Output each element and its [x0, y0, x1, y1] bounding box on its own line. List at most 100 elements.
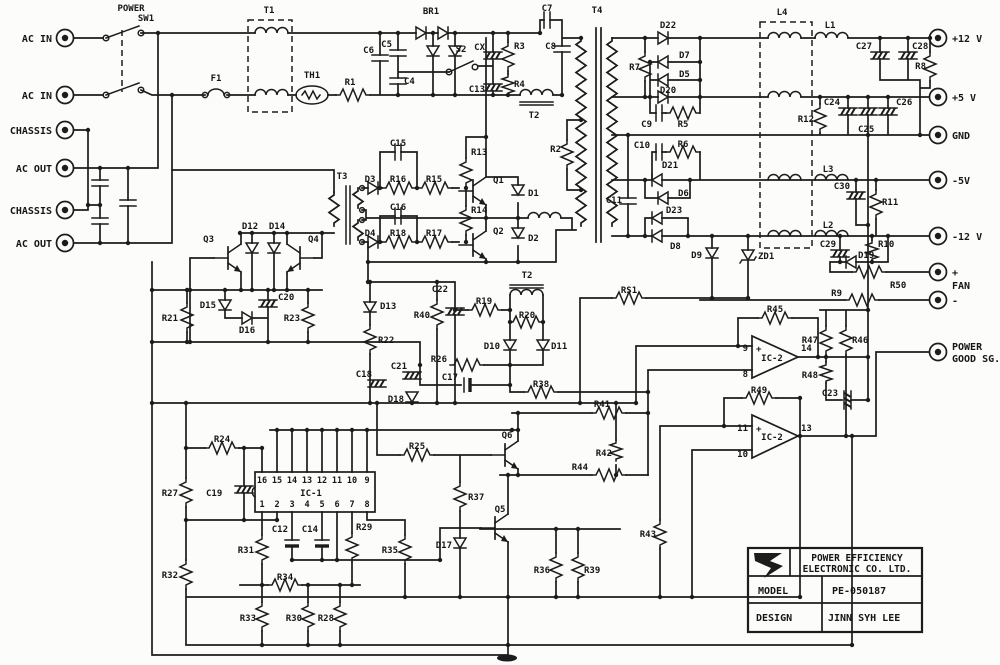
capacitor-C24	[838, 107, 858, 116]
label-R41: R41	[594, 400, 610, 410]
resistor-R4	[501, 73, 515, 96]
label-L2: L2	[823, 221, 834, 231]
capacitor-C6	[371, 54, 389, 62]
label-R16: R16	[390, 175, 406, 185]
label-Q2: Q2	[493, 227, 504, 237]
terminal-label-gnd: GND	[952, 131, 970, 142]
label-D6: D6	[678, 189, 689, 199]
label-R5: R5	[678, 120, 689, 130]
label-C22: C22	[432, 285, 448, 295]
label-C27: C27	[856, 42, 872, 52]
diode-D9	[705, 247, 719, 259]
diode-D13	[363, 301, 377, 313]
diode-BR1-b	[437, 26, 449, 40]
label-R13: R13	[471, 148, 487, 158]
terminal-label-power-good-2: GOOD SG.	[952, 354, 1000, 365]
terminal-ac-in-1	[55, 28, 75, 48]
winding-T2-primary	[527, 211, 562, 219]
label-C29: C29	[820, 240, 836, 250]
design-label: DESIGN	[756, 613, 792, 624]
label-C18: C18	[356, 370, 372, 380]
label-D20: D20	[660, 86, 676, 96]
terminal-fan-minus	[928, 290, 948, 310]
label-D14: D14	[269, 222, 286, 232]
label-R20: R20	[519, 311, 535, 321]
label-S2: S2	[456, 45, 467, 55]
diode-D1	[511, 184, 525, 196]
terminal-gnd	[928, 125, 948, 145]
terminal-label-power-good-1: POWER	[952, 342, 983, 353]
terminal-label-minus5v: -5V	[952, 176, 970, 187]
ic2b-pin11: 11	[737, 424, 748, 434]
diode-D11	[536, 339, 550, 351]
label-R30: R30	[286, 614, 302, 624]
label-R22: R22	[378, 336, 394, 346]
label-C9: C9	[641, 120, 652, 130]
label-D16: D16	[239, 326, 255, 336]
resistor-R12	[813, 103, 827, 134]
ic-labels: IC-1 16 15 14 13 12 11 10 9 1 2 3 4 5 6 …	[257, 344, 813, 510]
label-C24: C24	[824, 98, 841, 108]
label-D4: D4	[365, 229, 376, 239]
label-C11: C11	[606, 196, 622, 206]
terminal-power-good	[928, 342, 948, 362]
label-power: POWER	[117, 4, 145, 14]
label-T2-aux: T2	[529, 111, 540, 121]
capacitor-C12	[283, 538, 301, 548]
ground-symbol	[497, 654, 517, 662]
terminal-label-fan: FAN	[952, 281, 970, 292]
diode-D19	[845, 255, 857, 269]
label-C8: C8	[545, 42, 556, 52]
capacitor-C17	[462, 376, 472, 394]
terminal-fan-plus	[928, 262, 948, 282]
label-R42: R42	[596, 449, 612, 459]
label-Q5: Q5	[495, 505, 506, 515]
label-D18: D18	[388, 395, 404, 405]
label-C20: C20	[278, 293, 294, 303]
terminal-label-plus12v: +12 V	[952, 34, 982, 45]
resistor-R9	[844, 293, 880, 307]
ic1-pin-6: 6	[334, 500, 339, 510]
terminal-ac-in-2	[55, 85, 75, 105]
label-R15: R15	[426, 175, 442, 185]
label-R47: R47	[802, 336, 818, 346]
ic1-pin-5: 5	[319, 500, 324, 510]
label-C17: C17	[442, 373, 458, 383]
label-F1: F1	[211, 74, 222, 84]
transistor-Q6	[490, 440, 519, 470]
wiring-primary-section	[171, 27, 619, 263]
terminal-label-chassis-2: CHASSIS	[10, 206, 52, 217]
label-R7: R7	[629, 63, 640, 73]
winding-T1-bottom	[254, 88, 289, 96]
company-logo	[754, 553, 783, 578]
terminal-label-plus5v: +5 V	[952, 93, 976, 104]
resistor-R46	[839, 325, 853, 356]
capacitor-C20	[258, 299, 278, 308]
capacitor-C26	[878, 107, 898, 116]
label-R2: R2	[550, 145, 561, 155]
label-R43: R43	[640, 530, 656, 540]
labels: AC IN AC IN CHASSIS AC OUT CHASSIS AC OU…	[10, 4, 1000, 624]
diode-D5	[657, 73, 669, 87]
ic2a-plus-sign: +	[756, 345, 762, 355]
capacitor-C2	[91, 217, 109, 225]
label-R6: R6	[678, 140, 689, 150]
label-R12: R12	[798, 115, 814, 125]
label-D17: D17	[436, 541, 452, 551]
label-C26: C26	[896, 98, 912, 108]
terminal-plus5v	[928, 87, 948, 107]
model-value: PE-050187	[832, 586, 886, 597]
label-D7: D7	[679, 51, 690, 61]
ic2b-label: IC-2	[761, 433, 783, 443]
label-D15: D15	[200, 301, 216, 311]
transistor-Q1	[458, 176, 487, 206]
capacitor-C3	[119, 199, 137, 207]
label-R28: R28	[318, 614, 334, 624]
ic2a-pin8: 8	[743, 370, 748, 380]
label-CX: CX	[474, 43, 485, 53]
capacitor-C14	[313, 538, 331, 548]
diode-D18	[405, 391, 419, 403]
label-R29: R29	[356, 523, 372, 533]
label-R44: R44	[572, 463, 589, 473]
